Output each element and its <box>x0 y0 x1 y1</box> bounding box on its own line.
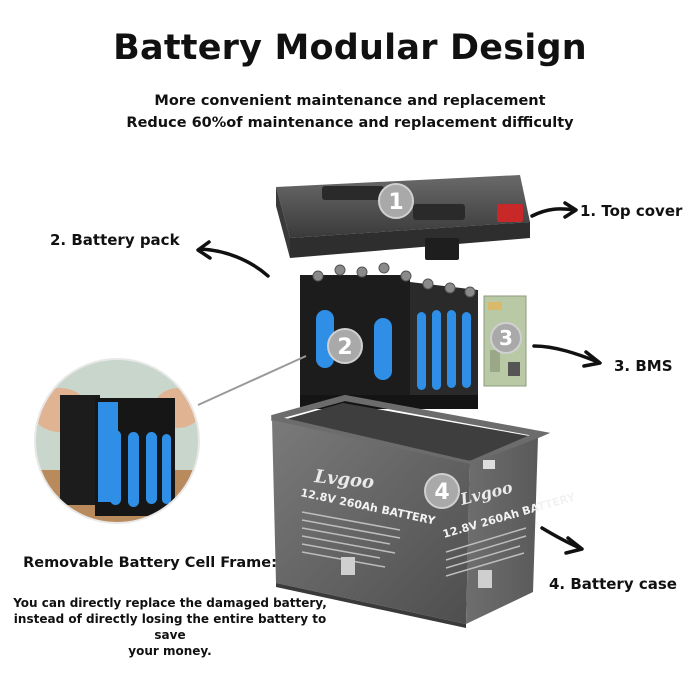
subtitle-line-1: More convenient maintenance and replacem… <box>154 93 546 109</box>
cover-terminal-slot <box>322 186 384 200</box>
label-top-cover: 1. Top cover <box>580 202 683 220</box>
zoom-callout-line <box>197 355 307 406</box>
marker-4: 4 <box>424 473 460 509</box>
arrow-battery-pack <box>196 240 270 278</box>
label-bms: 3. BMS <box>614 357 673 375</box>
frame-note-line-3: your money. <box>128 644 212 658</box>
label-battery-case: 4. Battery case <box>549 575 677 593</box>
arrow-bms <box>532 344 602 368</box>
frame-note-title: Removable Battery Cell Frame: <box>23 555 277 571</box>
marker-number: 3 <box>499 326 513 350</box>
marker-number: 2 <box>337 335 352 360</box>
cell-windows <box>316 310 471 390</box>
marker-2: 2 <box>327 328 363 364</box>
case-qr-code-side <box>478 570 492 588</box>
battery-case: Lvgoo 12.8V 260Ah BATTERY Lvgoo 12.8V 26… <box>271 394 578 628</box>
arrow-battery-case <box>540 526 584 555</box>
marker-number: 4 <box>434 480 449 505</box>
label-battery-pack: 2. Battery pack <box>50 231 180 249</box>
marker-1: 1 <box>378 183 414 219</box>
page-title: Battery Modular Design <box>113 28 587 68</box>
red-connector <box>497 204 523 222</box>
frame-note-line-1: You can directly replace the damaged bat… <box>13 596 327 610</box>
subtitle-line-2: Reduce 60%of maintenance and replacement… <box>126 115 574 131</box>
cover-terminal-slot <box>413 204 465 220</box>
frame-note-description: You can directly replace the damaged bat… <box>0 595 340 659</box>
case-spec-lines-side <box>445 527 527 577</box>
case-vent-sticker <box>483 460 495 469</box>
cell-terminals <box>312 262 476 298</box>
cover-connector <box>425 238 459 260</box>
arrow-top-cover <box>530 201 578 219</box>
marker-number: 1 <box>388 190 403 215</box>
cell-frame-photo <box>34 358 200 524</box>
frame-note-line-2: instead of directly losing the entire ba… <box>13 612 327 642</box>
case-qr-code-front <box>341 557 355 575</box>
battery-pack <box>300 262 478 409</box>
marker-3: 3 <box>490 322 522 354</box>
